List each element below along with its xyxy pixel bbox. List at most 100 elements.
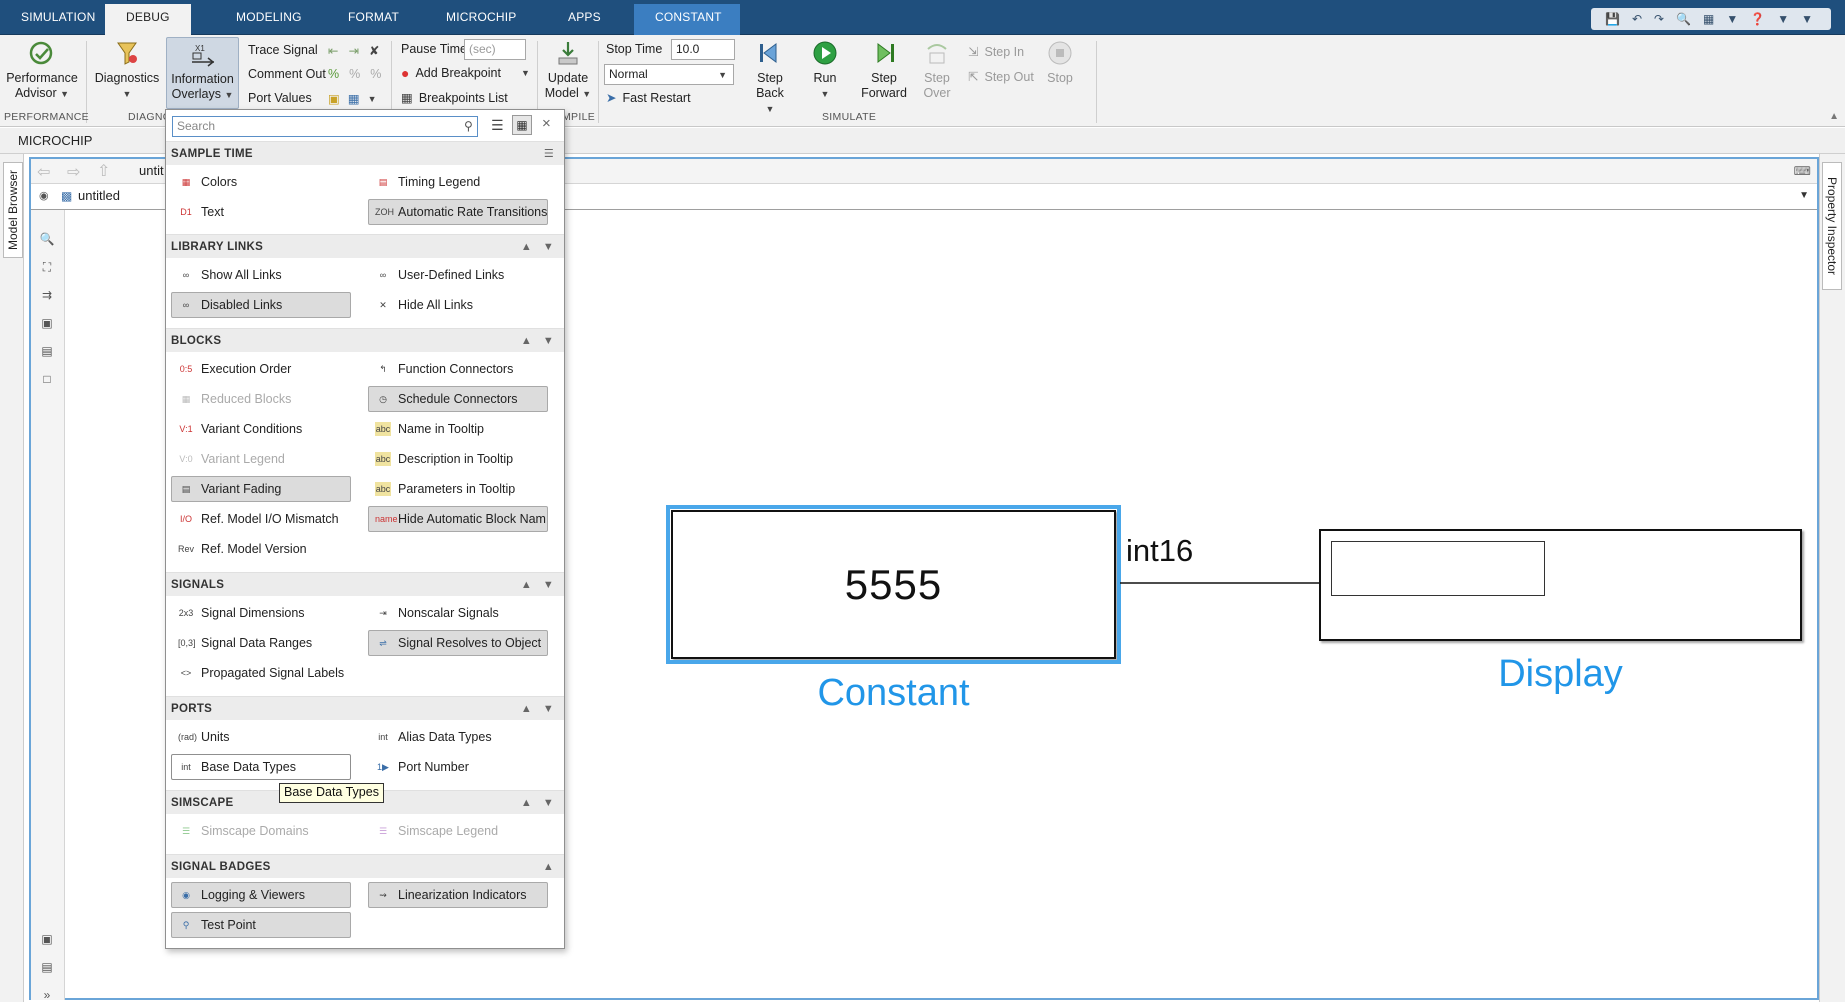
tab-apps[interactable]: APPS	[568, 10, 601, 24]
section-move-up-icon[interactable]: ▲	[520, 335, 532, 347]
step-back-button[interactable]: Step Back ▼	[750, 39, 790, 117]
port-value-toggle-icon[interactable]: ▦	[347, 92, 360, 106]
fit-to-view-icon[interactable]: ⛶	[42, 260, 52, 274]
overlay-port-number[interactable]: 1▶Port Number	[368, 754, 548, 780]
collapse-ribbon-icon[interactable]: ▲	[1829, 111, 1839, 122]
port-values-button[interactable]: Port Values	[248, 91, 312, 105]
add-breakpoint-button[interactable]: ●Add Breakpoint▼	[401, 65, 530, 81]
trace-signal-button[interactable]: Trace Signal	[248, 43, 318, 57]
overlay-simscape-legend[interactable]: ☰Simscape Legend	[368, 818, 548, 844]
overlay-timing-legend[interactable]: ▤Timing Legend	[368, 169, 548, 195]
grid-view-icon[interactable]: ▦	[512, 115, 532, 135]
overlay-variant-fading[interactable]: ▤Variant Fading	[171, 476, 351, 502]
section-move-up-icon[interactable]: ▲	[520, 579, 532, 591]
overlay-disabled-links[interactable]: ∞Disabled Links	[171, 292, 351, 318]
section-move-down-icon[interactable]: ▼	[542, 579, 554, 591]
fast-restart-button[interactable]: ➤Fast Restart	[606, 90, 691, 106]
display-block-name[interactable]: Display	[1498, 653, 1623, 695]
stop-button[interactable]: Stop	[1043, 39, 1077, 86]
information-overlays-button[interactable]: X1 Information Overlays ▼	[166, 37, 239, 109]
dropdown-caret-icon[interactable]: ▼	[1726, 12, 1739, 26]
minimize-ribbon-icon[interactable]: ▼	[1801, 12, 1813, 26]
overlay-schedule-connectors[interactable]: ◷Schedule Connectors	[368, 386, 548, 412]
overlay-signal-resolves-to-object[interactable]: ⇌Signal Resolves to Object	[368, 630, 548, 656]
tab-simulation[interactable]: SIMULATION	[21, 10, 96, 24]
overlay-show-all-links[interactable]: ∞Show All Links	[171, 262, 351, 288]
tab-debug[interactable]: DEBUG	[105, 4, 191, 35]
model-tab-partial[interactable]: untit	[139, 163, 164, 178]
update-model-button[interactable]: Update Model ▼	[543, 39, 593, 102]
screenshot-icon[interactable]: ▣	[41, 932, 53, 946]
constant-block-name[interactable]: Constant	[817, 672, 970, 714]
trace-downstream-icon[interactable]: ⇥	[348, 44, 359, 58]
constant-block[interactable]: 5555	[666, 505, 1121, 664]
redo-icon[interactable]: ↷	[1654, 12, 1665, 26]
overlay-propagated-signal-labels[interactable]: <>Propagated Signal Labels	[171, 660, 351, 686]
overlay-units[interactable]: (rad)Units	[178, 730, 230, 744]
simulation-mode-select[interactable]: Normal ▼	[604, 64, 734, 85]
find-icon[interactable]: 🔍	[1676, 12, 1692, 26]
microchip-tab[interactable]: MICROCHIP	[18, 133, 93, 148]
help-icon[interactable]: ❓	[1750, 12, 1766, 26]
tab-microchip[interactable]: MICROCHIP	[446, 10, 517, 24]
report-icon[interactable]: ▤	[41, 960, 53, 974]
port-values-caret-icon[interactable]: ▼	[367, 93, 377, 104]
area-icon[interactable]: □	[43, 372, 51, 386]
step-over-button[interactable]: Step Over	[920, 39, 954, 101]
keyboard-icon[interactable]: ⌨	[1793, 164, 1811, 178]
breakpoints-list-button[interactable]: ▦Breakpoints List	[401, 90, 508, 106]
overlay-colors[interactable]: ▦Colors	[171, 169, 351, 195]
overlay-test-point[interactable]: ⚲Test Point	[171, 912, 351, 938]
overlay-simscape-domains[interactable]: ☰Simscape Domains	[171, 818, 351, 844]
tab-format[interactable]: FORMAT	[348, 10, 399, 24]
comment-through-icon[interactable]: %	[349, 67, 361, 81]
overlay-reduced-blocks[interactable]: ▦Reduced Blocks	[171, 386, 351, 412]
overlay-search-input[interactable]: Search	[172, 116, 478, 137]
signal-arrow-icon[interactable]: ⇉	[41, 288, 53, 302]
overlay-logging-viewers[interactable]: ◉Logging & Viewers	[171, 882, 351, 908]
step-in-button[interactable]: ⇲Step In	[968, 44, 1025, 60]
trace-upstream-icon[interactable]: ⇤	[328, 44, 339, 58]
section-move-up-icon[interactable]: ▲	[520, 241, 532, 253]
annotation-icon[interactable]: ▣	[41, 316, 53, 330]
run-button[interactable]: Run▼	[808, 39, 842, 102]
port-value-icon[interactable]: ▣	[328, 92, 340, 106]
comment-out-button[interactable]: Comment Out	[248, 67, 326, 81]
image-icon[interactable]: ▤	[41, 344, 53, 358]
undo-icon[interactable]: ↶	[1631, 12, 1643, 26]
tab-constant[interactable]: CONSTANT	[634, 4, 740, 35]
overlay-user-defined-links[interactable]: ∞User-Defined Links	[368, 262, 548, 288]
comment-out-icon[interactable]: %	[328, 67, 340, 81]
forward-icon[interactable]: ⇨	[67, 164, 81, 181]
overlay-nonscalar-signals[interactable]: ⇥Nonscalar Signals	[368, 600, 548, 626]
property-inspector-tab[interactable]: Property Inspector	[1822, 162, 1842, 290]
display-block[interactable]	[1319, 529, 1802, 641]
help-caret-icon[interactable]: ▼	[1777, 12, 1790, 26]
section-move-down-icon[interactable]: ▼	[542, 797, 554, 809]
section-collapse-icon[interactable]: ☰	[543, 148, 554, 160]
overlay-hide-all-links[interactable]: ✕Hide All Links	[368, 292, 548, 318]
section-move-down-icon[interactable]: ▼	[542, 703, 554, 715]
expand-palette-icon[interactable]: »	[43, 988, 51, 1002]
section-move-up-icon[interactable]: ▲	[520, 703, 532, 715]
breadcrumb-chevron-down-icon[interactable]: ▼	[1799, 190, 1809, 201]
section-move-down-icon[interactable]: ▼	[542, 241, 554, 253]
list-view-icon[interactable]: ☰	[491, 117, 504, 133]
hide-explorer-icon[interactable]: ◉	[39, 190, 49, 202]
breadcrumb-model-name[interactable]: untitled	[78, 188, 120, 203]
remove-trace-icon[interactable]: ✘	[368, 44, 380, 58]
overlay-linearization-indicators[interactable]: ⇝Linearization Indicators	[368, 882, 548, 908]
zoom-icon[interactable]: 🔍	[39, 232, 55, 246]
section-move-up-icon[interactable]: ▲	[542, 861, 554, 873]
signal-line[interactable]	[1116, 563, 1351, 603]
section-move-up-icon[interactable]: ▲	[520, 797, 532, 809]
